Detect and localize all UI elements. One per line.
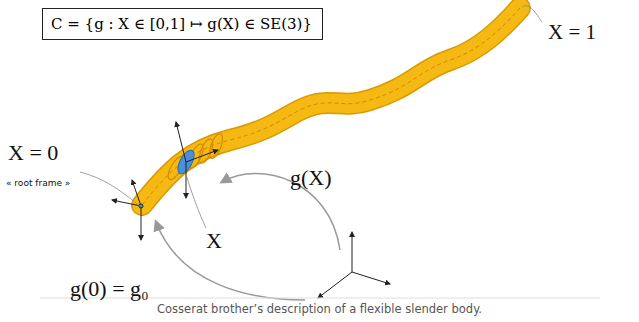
math-label: « root frame » [6, 178, 70, 188]
cross-section-rings [165, 132, 225, 182]
formula-text: C = {g : X ∈ [0,1] ↦ g(X) ∈ SE(3)} [51, 15, 314, 33]
math-label: X = 0 [8, 140, 58, 166]
figure-caption: Cosserat brother’s description of a flex… [0, 302, 639, 316]
section-frame-axes [176, 122, 218, 198]
world-frame-axes [318, 232, 390, 298]
transform-arrow [156, 222, 305, 300]
leader-line [186, 174, 206, 228]
leader-line [522, 6, 542, 22]
formula-box: C = {g : X ∈ [0,1] ↦ g(X) ∈ SE(3)} [42, 8, 323, 40]
leader-line [80, 172, 140, 206]
math-label: g(0) = g₀ [70, 276, 149, 302]
math-label: X [206, 228, 222, 254]
math-label: g(X) [290, 165, 332, 191]
math-label: X = 1 [548, 20, 596, 45]
